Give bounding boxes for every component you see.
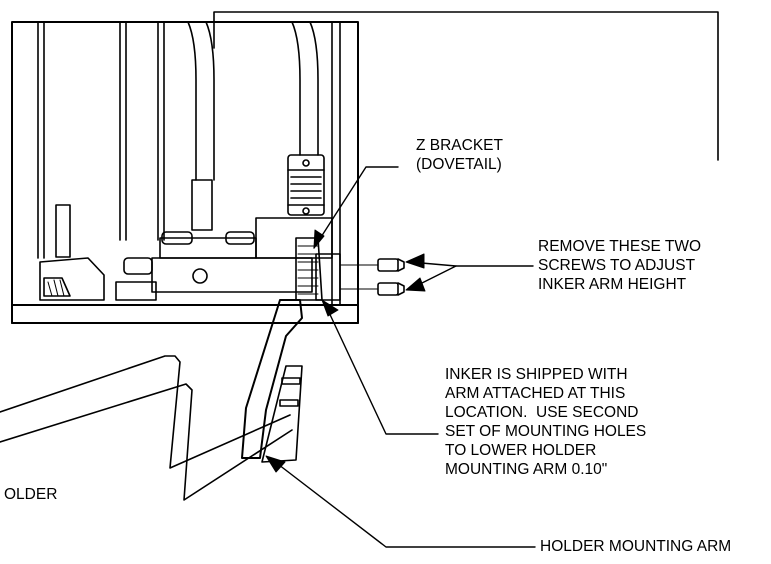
adjust-screws <box>339 258 405 296</box>
ink-holder <box>0 355 293 501</box>
reference-frame-line <box>213 11 719 161</box>
label-holder-mounting-arm: HOLDER MOUNTING ARM <box>540 538 732 555</box>
holder-mounting-arm <box>241 299 303 463</box>
z-bracket-assembly <box>115 217 341 301</box>
label-z-bracket: Z BRACKET(DOVETAIL) <box>416 137 503 173</box>
inker-housing <box>11 21 359 324</box>
gear-block <box>39 257 105 301</box>
flexible-coupling <box>287 154 325 216</box>
label-holder-partial: OLDER <box>4 486 58 503</box>
leader-lines <box>269 166 536 548</box>
rods <box>55 21 319 258</box>
arrowheads <box>265 229 426 473</box>
